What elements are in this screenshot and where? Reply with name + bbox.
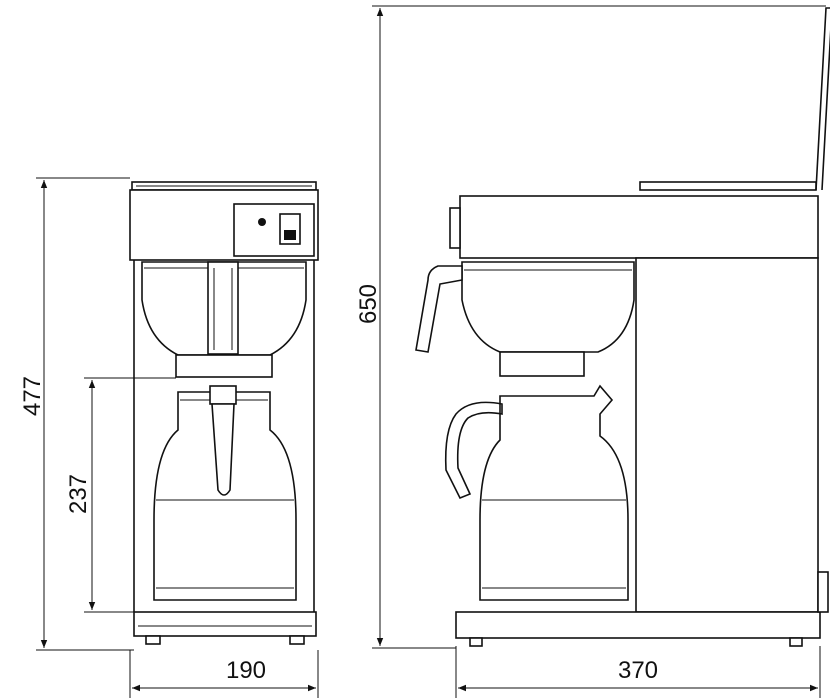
front-filter-handle [207,261,239,355]
side-rear-connector [817,571,829,613]
side-filter-outlet [499,351,585,377]
side-jug [479,384,629,601]
dim-label-side-depth: 370 [618,657,658,684]
side-view [415,7,830,647]
front-jug-handle [211,403,235,496]
dim-label-front-width: 190 [226,657,266,684]
side-jug-handle [444,401,503,500]
front-filter-outlet [175,354,273,378]
side-filter-handle [415,265,463,353]
front-foot-right [289,635,305,645]
indicator-lamp-icon [258,218,266,226]
front-jug [153,391,297,601]
side-tank-column [635,257,819,613]
front-base [133,611,317,637]
front-dimensions: 477 237 190 [19,177,319,698]
side-dimensions: 650 370 [355,5,826,698]
front-jug-lid-button [209,385,237,405]
front-view [129,181,319,645]
side-base [455,611,821,639]
side-front-switch [449,207,461,249]
side-lid-base [639,181,817,191]
dim-label-side-total-height: 650 [355,284,382,324]
front-foot-left [145,635,161,645]
dim-label-front-height: 477 [19,376,46,416]
side-filter-basket [461,261,635,353]
dim-label-front-clearance: 237 [65,474,92,514]
side-head-housing [459,195,819,259]
side-foot-front [469,637,483,647]
control-panel [233,203,315,257]
side-lid-open [815,7,830,191]
side-foot-back [789,637,803,647]
